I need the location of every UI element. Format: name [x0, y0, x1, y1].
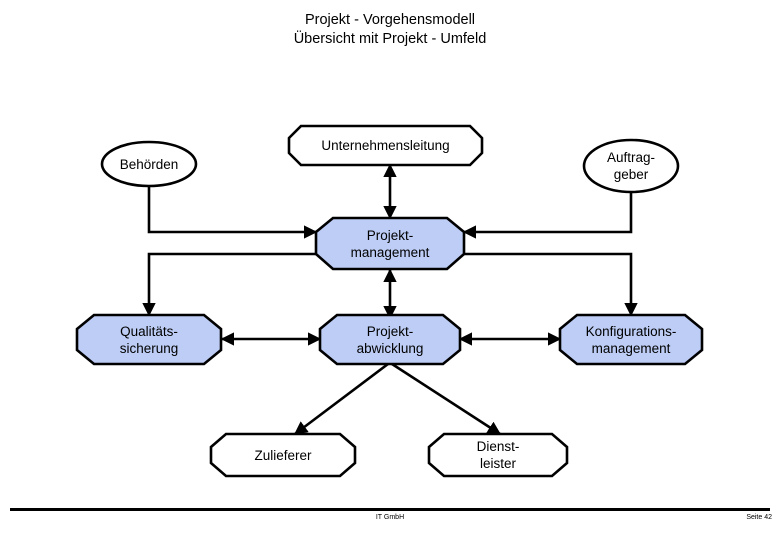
footer-company: IT GmbH — [375, 514, 405, 521]
connector-projektmanagement-qualitaetssicherung — [142, 252, 316, 317]
node-shape-dienstleister[interactable] — [427, 432, 569, 478]
node-shape-projektabwicklung[interactable] — [318, 313, 462, 366]
connector-projektabwicklung-zulieferer — [293, 362, 389, 436]
footer-divider — [10, 508, 770, 511]
node-shape-zulieferer[interactable] — [209, 432, 357, 478]
footer-page-number: Seite 42 — [746, 514, 772, 521]
node-shape-projektmanagement[interactable] — [314, 216, 466, 271]
title-line-1: Projekt - Vorgehensmodell — [304, 12, 476, 28]
connector-projektmanagement-konfigurationsmanagement — [464, 252, 638, 317]
node-shape-konfigurationsmanagement[interactable] — [558, 313, 704, 366]
node-shape-behoerden[interactable] — [100, 140, 198, 188]
node-shape-qualitaetssicherung[interactable] — [75, 313, 223, 366]
node-shape-unternehmensleitung[interactable] — [287, 124, 484, 167]
connector-auftraggeber-projektmanagement — [462, 193, 633, 239]
connector-behoerden-projektmanagement — [147, 186, 318, 239]
title-line-2: Übersicht mit Projekt - Umfeld — [293, 31, 487, 47]
connector-projektabwicklung-dienstleister — [391, 362, 502, 436]
slide-title: Projekt - Vorgehensmodell Übersicht mit … — [0, 11, 780, 49]
node-shape-auftraggeber[interactable] — [582, 138, 680, 194]
connector-layer — [142, 163, 638, 436]
